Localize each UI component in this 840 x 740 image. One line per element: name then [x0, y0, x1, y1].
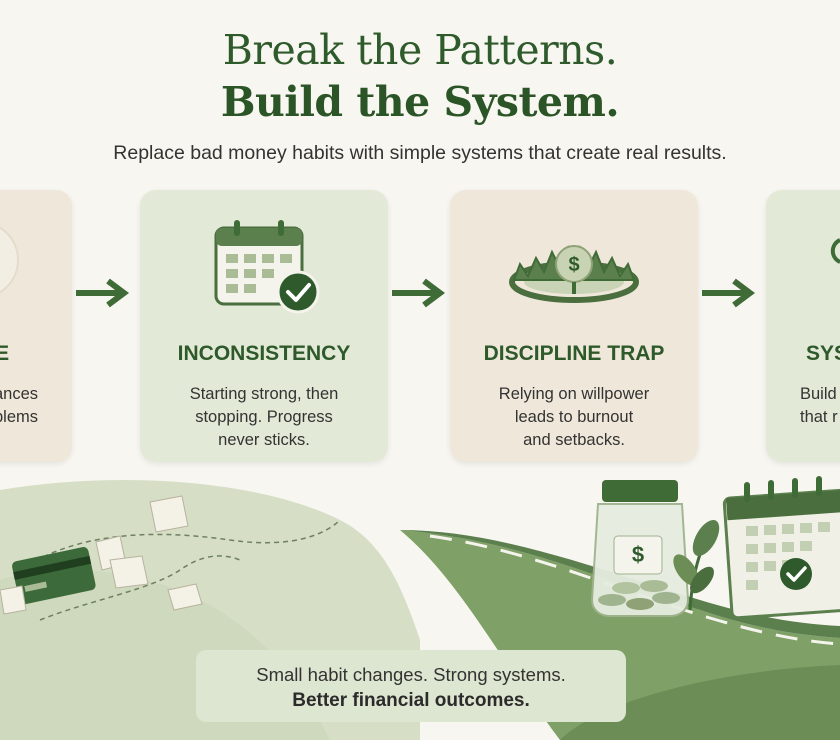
page-title-line1: Break the Patterns. [222, 26, 618, 74]
summary-callout: Small habit changes. Strong systems. Bet… [196, 650, 626, 722]
summary-line2: Better financial outcomes. [292, 690, 530, 711]
card-partial-left: CE ances blems [0, 190, 72, 462]
card-discipline-trap: $ DISCIPLINE TRAP Relying on willpower l… [450, 190, 698, 462]
summary-line1: Small habit changes. Strong systems. [256, 664, 566, 685]
card-desc: Build that r [800, 385, 838, 426]
arrow-right-icon [392, 278, 445, 308]
page-subtitle: Replace bad money habits with simple sys… [113, 142, 727, 164]
svg-text:$: $ [568, 254, 579, 276]
partial-icon [830, 238, 840, 264]
card-title: DISCIPLINE TRAP [483, 342, 665, 365]
card-desc: Starting strong, then stopping. Progress… [189, 385, 339, 449]
card-title: CE [0, 342, 10, 365]
partial-circle-icon [0, 226, 19, 294]
arrow-right-icon [702, 278, 755, 308]
calendar-check-icon [214, 220, 320, 314]
savings-jar-icon: $ [590, 480, 690, 617]
page-title-line2: Build the System. [220, 78, 620, 126]
card-partial-right: SYS Build that r [766, 190, 840, 462]
card-title: SYS [806, 342, 840, 365]
card-desc: ances blems [0, 385, 39, 426]
calendar-check-icon [722, 476, 840, 620]
money-trap-icon: $ [509, 245, 639, 303]
svg-text:$: $ [632, 542, 644, 567]
card-inconsistency: INCONSISTENCY Starting strong, then stop… [140, 190, 388, 462]
card-desc: Relying on willpower leads to burnout an… [498, 385, 650, 449]
arrow-right-icon [76, 278, 129, 308]
card-title: INCONSISTENCY [177, 342, 351, 365]
